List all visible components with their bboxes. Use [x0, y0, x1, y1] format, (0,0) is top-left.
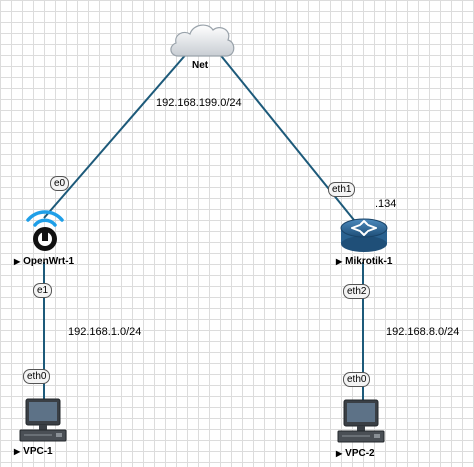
subnet-label-net: 192.168.199.0/24 [156, 97, 242, 109]
subnet-label-lan1: 192.168.1.0/24 [68, 326, 142, 338]
iface-mikrotik-eth1[interactable]: eth1 [328, 182, 356, 197]
iface-vpc2-eth0[interactable]: eth0 [343, 372, 371, 387]
node-label-vpc2[interactable]: ▶VPC-2 [336, 448, 375, 459]
expand-arrow-icon: ▶ [336, 257, 343, 266]
link-net-mikrotik[interactable] [217, 51, 359, 226]
node-label-text: VPC-1 [23, 446, 53, 457]
node-openwrt[interactable] [25, 206, 65, 254]
node-label-openwrt[interactable]: ▶OpenWrt-1 [14, 256, 74, 267]
cloud-icon [170, 24, 235, 57]
node-label-vpc1[interactable]: ▶VPC-1 [14, 446, 53, 457]
node-label-text: OpenWrt-1 [23, 256, 75, 267]
link-net-openwrt[interactable] [43, 51, 189, 219]
pc-icon [19, 398, 67, 442]
iface-mikrotik-eth2[interactable]: eth2 [343, 284, 371, 299]
mikrotik-ip-suffix: .134 [375, 198, 397, 210]
node-label-net: Net [192, 60, 209, 71]
node-vpc1[interactable] [18, 397, 70, 445]
wifi-router-icon [26, 210, 64, 251]
node-label-mikrotik[interactable]: ▶Mikrotik-1 [336, 256, 392, 267]
node-mikrotik[interactable] [338, 214, 390, 254]
router-icon [340, 218, 388, 252]
node-label-text: VPC-2 [345, 448, 375, 459]
expand-arrow-icon: ▶ [336, 449, 343, 458]
subnet-label-lan2: 192.168.8.0/24 [386, 326, 460, 338]
node-vpc2[interactable] [336, 398, 388, 446]
expand-arrow-icon: ▶ [14, 447, 21, 456]
node-label-text: Mikrotik-1 [345, 256, 393, 267]
node-net[interactable] [168, 18, 238, 62]
expand-arrow-icon: ▶ [14, 257, 21, 266]
iface-vpc1-eth0[interactable]: eth0 [23, 369, 51, 384]
iface-openwrt-e1[interactable]: e1 [33, 283, 53, 298]
iface-openwrt-e0[interactable]: e0 [50, 176, 70, 191]
pc-icon [337, 399, 385, 443]
